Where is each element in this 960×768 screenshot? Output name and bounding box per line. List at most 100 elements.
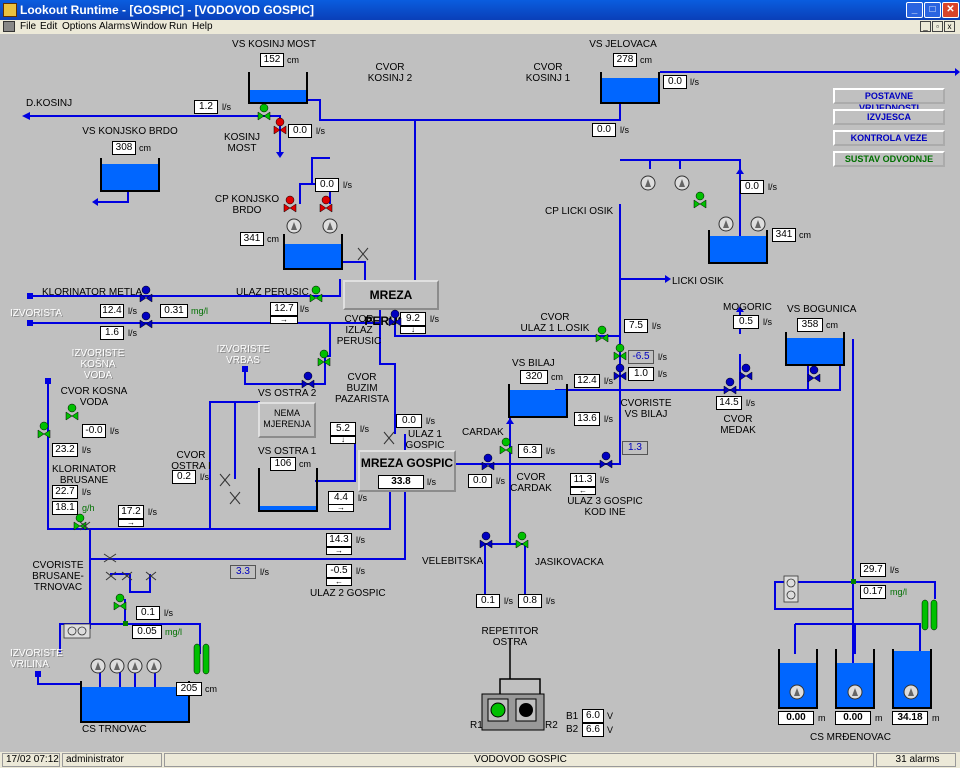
label-ulaz-2-gospic: ULAZ 2 GOSPIC [310, 588, 386, 599]
tank-mrdenovac-2 [835, 649, 875, 709]
unit-ls: l/s [82, 487, 91, 497]
unit-v: V [607, 725, 614, 735]
flow-direction-ulaz2: ← [326, 578, 352, 586]
unit-gh: g/h [82, 503, 95, 513]
label-cardak: CARDAK [462, 427, 504, 438]
value-gospic-a: 14.3 [326, 533, 352, 547]
value-kosinj1-flow: 0.0 [592, 123, 616, 137]
label-izvoriste-vrilina: IZVORISTE VRILINA [10, 648, 63, 670]
app-icon [3, 3, 17, 17]
unit-ls: l/s [222, 102, 231, 112]
value-cp-konjsko-flow: 0.0 [315, 178, 339, 192]
postavne-vrijednosti-button[interactable]: POSTAVNE VRIJEDNOSTI [833, 88, 945, 113]
label-vs-kosinj-most: VS KOSINJ MOST [232, 39, 316, 50]
menu-window[interactable]: Window [131, 21, 167, 32]
label-vs-bogunica: VS BOGUNICA [787, 304, 857, 315]
label-vs-bilaj: VS BILAJ [512, 358, 555, 369]
value-gospic-b: 3.3 [230, 565, 256, 579]
value-konjsko-brdo-level: 308 [112, 141, 136, 155]
value-ulaz3-flow: 11.3 [570, 473, 596, 487]
label-cvor-kosinj-2: CVOR KOSINJ 2 [367, 62, 413, 84]
menu-alarms[interactable]: Alarms [99, 21, 131, 32]
value-velebitska-flow: 0.1 [476, 594, 500, 608]
value-jelovaca-level: 278 [613, 53, 637, 67]
value-trnovac-level: 205 [176, 682, 202, 696]
value-bilaj-flow-2: 13.6 [574, 412, 600, 426]
value-b2: 6.6 [582, 723, 604, 737]
maximize-button[interactable]: □ [924, 2, 941, 18]
menu-help[interactable]: Help [192, 21, 213, 32]
tank-vs-konjsko-brdo [100, 158, 160, 192]
value-trnovac-chlorine: 0.05 [132, 625, 162, 639]
tank-vs-kosinj-most [248, 72, 308, 104]
mdi-minimize-button[interactable]: _ [920, 21, 931, 32]
document-icon [3, 21, 15, 32]
value-ulaz2-flow: -0.5 [326, 564, 352, 578]
label-cvor-kosna-voda: CVOR KOSNA VODA [60, 386, 128, 408]
unit-ls: l/s [164, 608, 173, 618]
menu-run[interactable]: Run [169, 21, 188, 32]
value-mrdenovac-level-2: 0.00 [835, 711, 871, 725]
value-bilaj-flow: 12.4 [574, 374, 600, 388]
unit-ls: l/s [652, 321, 661, 331]
unit-cm: cm [205, 684, 217, 694]
minimize-button[interactable]: _ [906, 2, 923, 18]
unit-ls: l/s [746, 398, 755, 408]
value-cp-licki-flow: 0.0 [740, 180, 764, 194]
unit-ls: l/s [690, 77, 699, 87]
mreza-gospic-value: 33.8 [378, 475, 424, 489]
label-izvorista: IZVORISTA [10, 308, 63, 319]
label-d-kosinj: D.KOSINJ [26, 98, 73, 109]
label-cp-licki-osik: CP LICKI OSIK [545, 206, 614, 217]
unit-ls: l/s [504, 596, 513, 606]
label-cvor-buzim: CVOR BUZIM PAZARISTA [334, 372, 390, 405]
scada-canvas: MREZA PERUSIC MREZA GOSPIC 33.8 l/s NEMA… [0, 34, 960, 752]
label-kosinj-most: KOSINJ MOST [223, 132, 261, 154]
label-cvor-izlaz-perusic: CVOR IZLAZ PERUSIC [336, 314, 382, 347]
mdi-restore-button[interactable]: ▫ [932, 21, 943, 32]
unit-ls: l/s [360, 424, 369, 434]
label-cs-trnovac: CS TRNOVAC [82, 724, 147, 735]
value-mrdenovac-level-3: 34.18 [892, 711, 928, 725]
unit-v: V [607, 711, 614, 721]
izvjesca-button[interactable]: IZVJESCA [833, 109, 945, 125]
menu-options[interactable]: Options [62, 21, 97, 32]
unit-cm: cm [139, 143, 151, 153]
unit-cm: cm [799, 230, 811, 240]
unit-ls: l/s [128, 328, 137, 338]
unit-ls: l/s [658, 369, 667, 379]
mreza-perusic-node[interactable]: MREZA PERUSIC [343, 280, 439, 328]
label-b1: B1 [566, 711, 579, 722]
label-cp-konjsko-brdo: CP KONJSKO BRDO [214, 194, 280, 216]
unit-cm: cm [826, 320, 838, 330]
unit-ls: l/s [148, 507, 157, 517]
value-brusane-a: 23.2 [52, 443, 78, 457]
label-vs-ostra-1: VS OSTRA 1 [258, 446, 317, 457]
value-mogoric-flow: 0.5 [733, 315, 759, 329]
sustav-odvodnje-button[interactable]: SUSTAV ODVODNJE [833, 151, 945, 167]
value-buzim-flow: 5.2 [330, 422, 356, 436]
kontrola-veze-button[interactable]: KONTROLA VEZE [833, 130, 945, 146]
window-title: Lookout Runtime - [GOSPIC] - [VODOVOD GO… [20, 3, 314, 17]
unit-ls: l/s [316, 126, 325, 136]
menu-edit[interactable]: Edit [40, 21, 58, 32]
value-cp-licki-level: 341 [772, 228, 796, 242]
close-button[interactable]: ✕ [942, 2, 959, 18]
value-brusane-b: 22.7 [52, 485, 78, 499]
unit-cm: cm [287, 55, 299, 65]
unit-ls: l/s [260, 567, 269, 577]
nema-mjerenja-box: NEMA MJERENJA [258, 402, 316, 438]
status-datetime: 17/02 07:12 [2, 753, 60, 767]
value-losik-b: -6.5 [628, 350, 654, 364]
flow-direction-gospic-a: → [326, 547, 352, 555]
tank-vs-bilaj [508, 384, 568, 418]
unit-ls: l/s [426, 416, 435, 426]
value-dkosinj-flow: 1.2 [194, 100, 218, 114]
status-alarms[interactable]: 31 alarms [876, 753, 956, 767]
value-kosinj-most-flow: 0.0 [288, 124, 312, 138]
unit-mgl: mg/l [165, 627, 183, 637]
label-vs-ostra-2: VS OSTRA 2 [258, 388, 317, 399]
mdi-close-button[interactable]: x [944, 21, 955, 32]
menu-file[interactable]: File [20, 21, 37, 32]
unit-ls: l/s [128, 306, 137, 316]
